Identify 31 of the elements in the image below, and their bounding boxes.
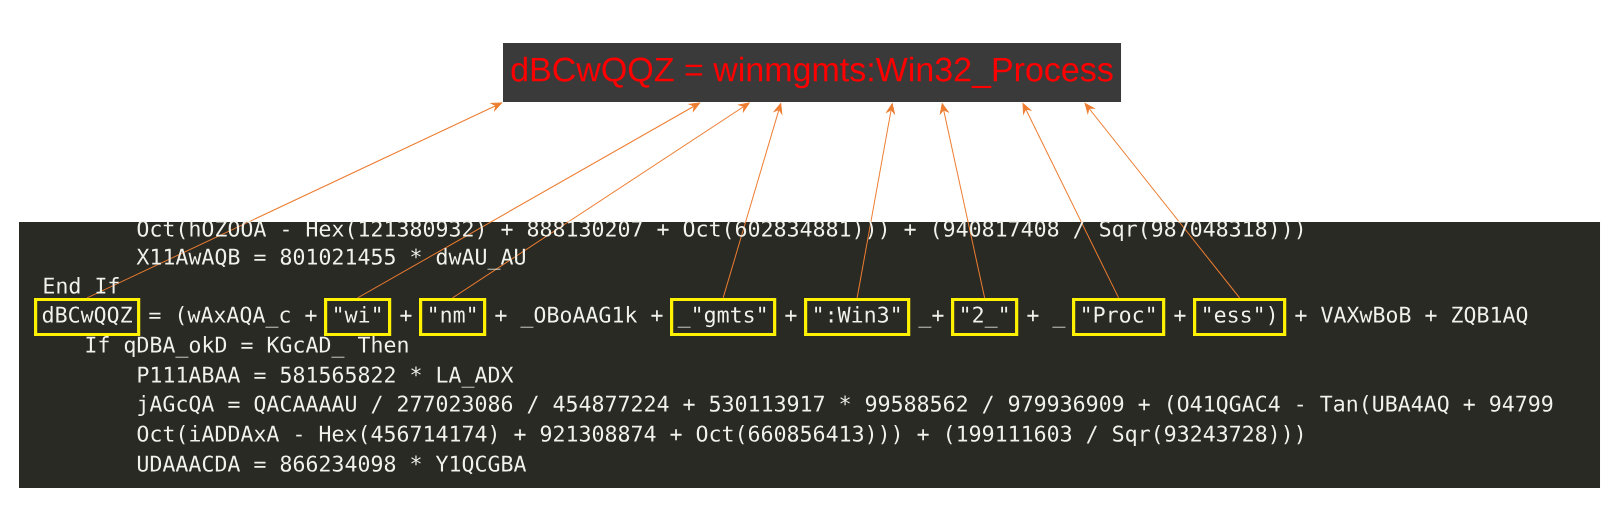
- highlight-box: dBCwQQZ: [34, 297, 141, 337]
- title-box: dBCwQQZ = winmgmts:Win32_Process: [503, 43, 1121, 102]
- code-text: End If: [44, 277, 119, 294]
- code-text: + _OBoAAG1k +: [495, 306, 663, 328]
- code-text: Oct(iADDAxA - Hex(456714174) + 921308874 + Oct(660856413))) + (199111603 / Sqr(93243728))): [137, 425, 1303, 447]
- code-text: +: [785, 310, 797, 322]
- arrow: [1084, 102, 1241, 299]
- code-text: +: [1174, 310, 1186, 322]
- code-panel: [19, 222, 1600, 488]
- code-text: jAGcQA = QACAAAAU / 277023086 / 454877224 + 530113917 * 99588562 / 979936909 + (O41QGAC4 - Tan(UBA4AQ + 94799: [138, 395, 1553, 416]
- arrow: [357, 102, 700, 299]
- highlight-box: "ess"): [1193, 297, 1287, 337]
- arrow: [86, 102, 502, 299]
- arrow: [939, 103, 986, 299]
- arrow: [1022, 103, 1120, 299]
- highlight-box: "nm": [419, 297, 487, 337]
- highlight-box: "2_": [951, 297, 1019, 337]
- arrow: [722, 103, 783, 299]
- highlight-box: ":Win3": [804, 297, 911, 337]
- code-text: + _: [1027, 310, 1066, 328]
- code-text: _+: [918, 310, 944, 328]
- code-text: +: [400, 310, 412, 322]
- arrow: [856, 103, 895, 299]
- code-text: If qDBA_okD = KGcAD_ Then: [86, 336, 408, 358]
- highlight-box: _"gmts": [670, 297, 777, 337]
- highlight-box: "wi": [324, 297, 392, 337]
- code-text: UDAAACDA = 866234098 * Y1QCGBA: [137, 455, 527, 475]
- arrow: [452, 102, 750, 299]
- code-text: = (wAxAQA_c +: [149, 306, 317, 328]
- code-text: P111ABAA = 581565822 * LA_ADX: [138, 366, 514, 388]
- highlight-box: "Proc": [1072, 297, 1166, 337]
